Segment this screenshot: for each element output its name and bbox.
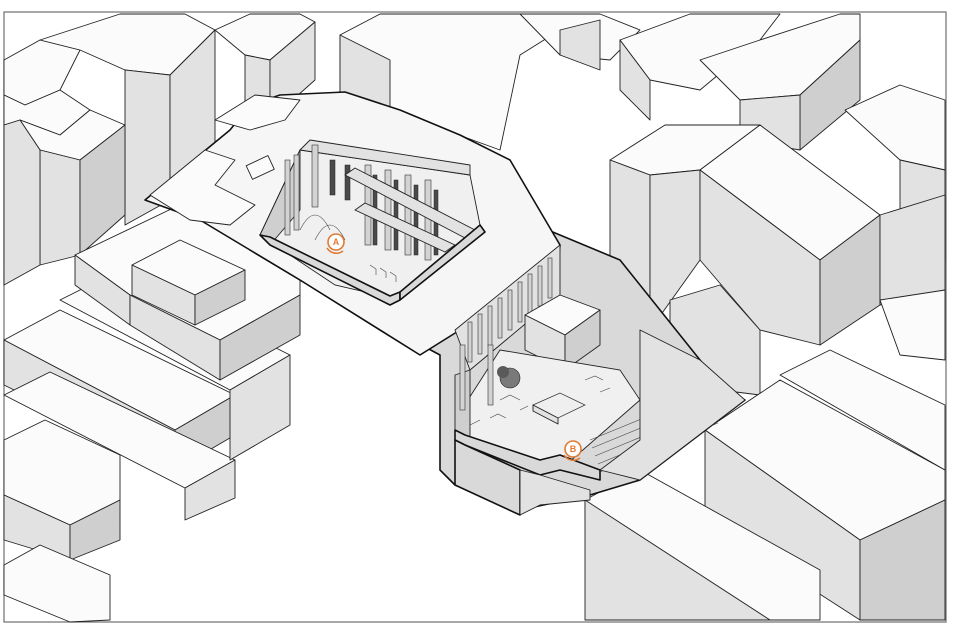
context-buildings bbox=[3, 13, 946, 623]
courtyard-B bbox=[454, 344, 719, 516]
marker-a: A bbox=[326, 233, 345, 255]
service-box bbox=[524, 294, 601, 371]
marker-a-label: A bbox=[333, 237, 340, 247]
focus-building bbox=[144, 91, 746, 516]
context-block-mid-left bbox=[74, 199, 301, 381]
context-block-top-center bbox=[339, 13, 641, 151]
context-block-right bbox=[609, 124, 946, 396]
marker-b: B bbox=[563, 440, 582, 462]
context-block-bottom-right bbox=[584, 349, 946, 621]
drawing-frame bbox=[3, 11, 947, 623]
ramp bbox=[599, 329, 746, 481]
context-block-left bbox=[3, 89, 126, 286]
courtyard-A bbox=[259, 139, 486, 306]
marker-b-label: B bbox=[570, 444, 577, 454]
